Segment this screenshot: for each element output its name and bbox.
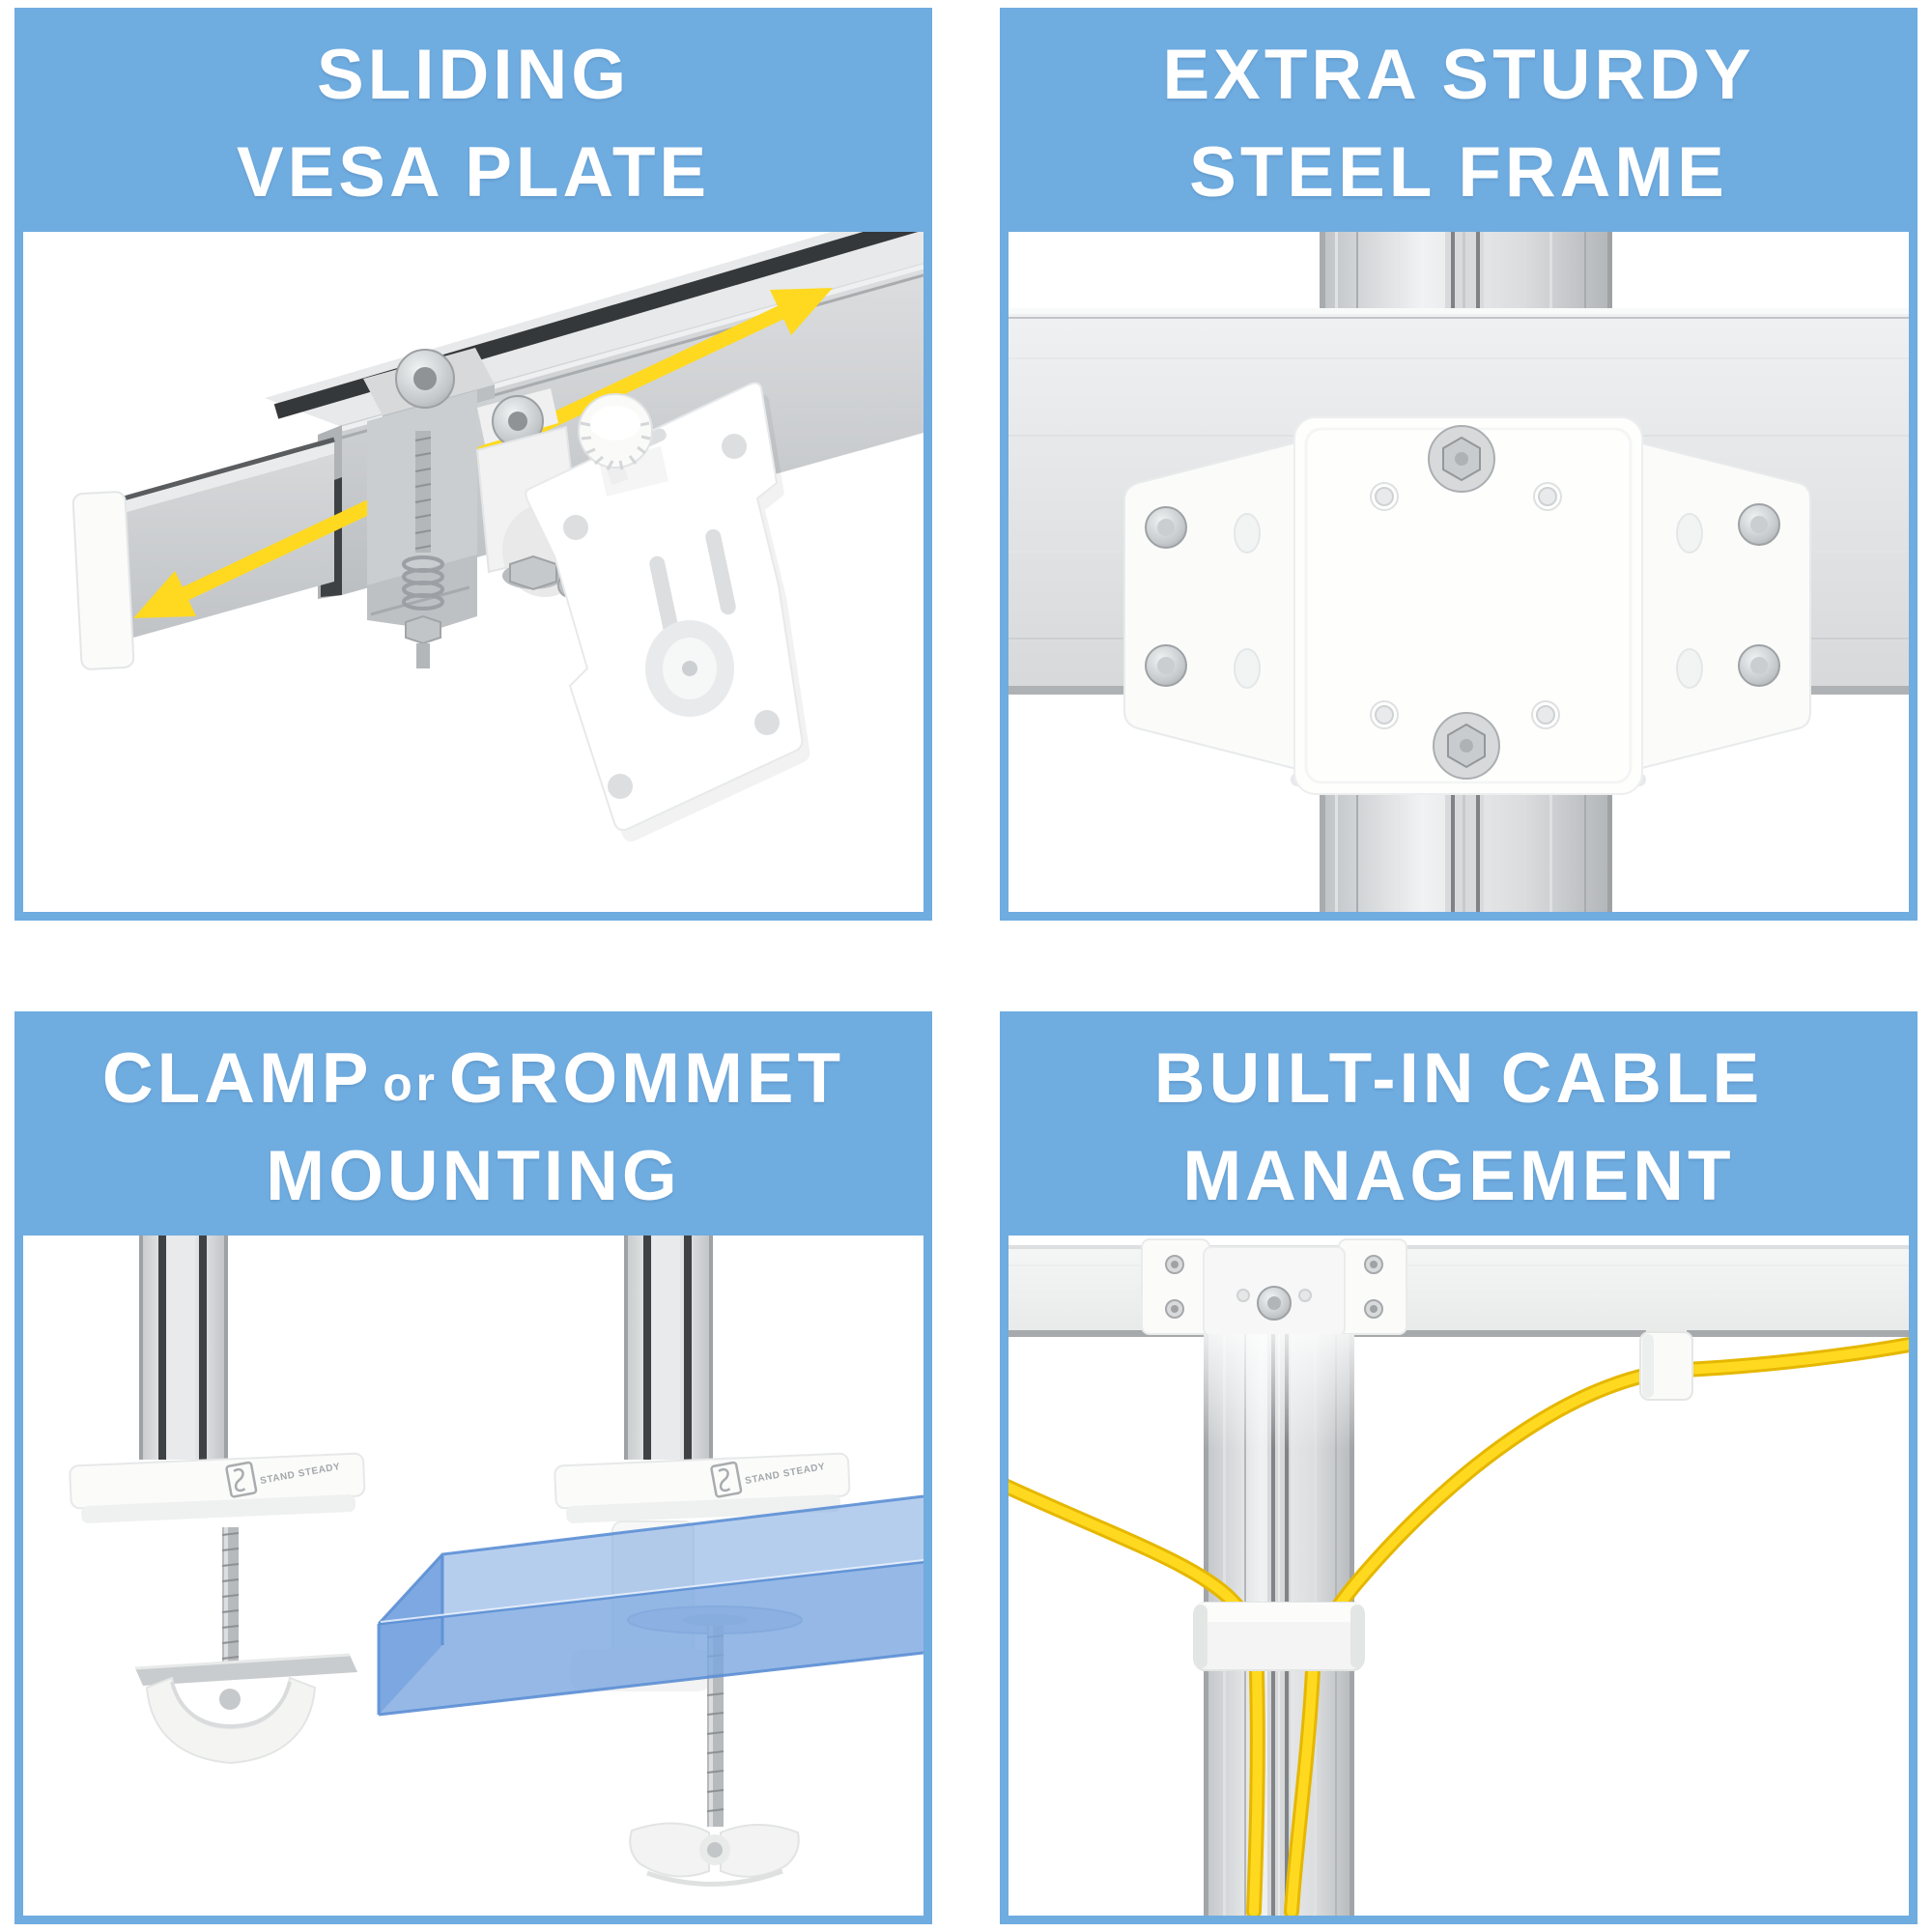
panel-header: SLIDING VESA PLATE [23,16,923,232]
threaded-rod [415,431,431,553]
left-clamp-assembly [134,1527,357,1765]
rail-end-cap [71,491,135,670]
photo-sliding-vesa-plate [23,232,923,912]
panel-extra-sturdy-steel-frame: EXTRA STURDY STEEL FRAME [1000,8,1918,921]
panel-sliding-vesa-plate: SLIDING VESA PLATE [14,8,932,921]
center-bolt-bottom [1433,712,1500,780]
right-cable-edge [1284,1336,1909,1916]
photo-clamp-grommet-mounting: STAND STEADY [23,1236,923,1916]
joining-bracket [1123,416,1811,795]
mounting-illustration: STAND STEADY [69,1236,923,1888]
photo-steel-frame-joint [1009,232,1909,912]
panel-title-line2: VESA PLATE [236,133,711,212]
hex-nut [405,614,441,645]
clamp-arm-bar [135,1655,357,1686]
steel-frame-illustration [1009,232,1909,912]
grommet-t-handle [629,1822,800,1888]
panel-title-line1: EXTRA STURDY [1162,35,1755,114]
yellow-cables [1009,1336,1909,1916]
left-base-plate: STAND STEADY [69,1452,366,1523]
cable-clips [1193,1330,1693,1671]
panel-title-line2: MOUNTING [266,1137,681,1215]
panel-title-line2: STEEL FRAME [1189,133,1728,212]
cable-management-illustration [1009,1238,1909,1916]
junction-bracket [1141,1238,1407,1337]
right-cable [1287,1339,1909,1916]
panel-built-in-cable-management: BUILT-IN CABLE MANAGEMENT [1000,1011,1918,1924]
spring-coils [402,555,444,611]
panel-header: EXTRA STURDY STEEL FRAME [1009,16,1909,232]
bracket-center-plate [1293,416,1643,795]
vesa-plate [525,382,810,842]
left-post-column [139,1236,228,1460]
wing-screws [1145,503,1780,687]
plate-holes [1370,482,1562,729]
panel-title-line2: MANAGEMENT [1182,1137,1735,1215]
bracket-right-wing [1637,440,1811,771]
vesa-screw-holes [563,434,780,799]
panel-title-line1: BUILT-IN CABLE [1153,1038,1764,1118]
bracket-screws [1165,1255,1383,1321]
right-post-column [624,1236,713,1460]
wing-recesses [1234,513,1703,689]
bracket-left-wing [1123,440,1297,771]
right-base-plate: STAND STEADY [554,1452,851,1523]
inner-sliding-rail [71,437,335,670]
translucent-desk-slab [377,1494,923,1717]
panel-header: BUILT-IN CABLE MANAGEMENT [1009,1020,1909,1236]
photo-cable-management [1009,1236,1909,1916]
vesa-plate-illustration [71,232,923,842]
hex-bolt [509,554,557,591]
thumbscrew-knob [578,393,668,497]
center-bolt-top [1428,425,1495,493]
panel-title-line1: SLIDING [316,35,631,114]
rail-clamp-bracket [363,348,558,668]
